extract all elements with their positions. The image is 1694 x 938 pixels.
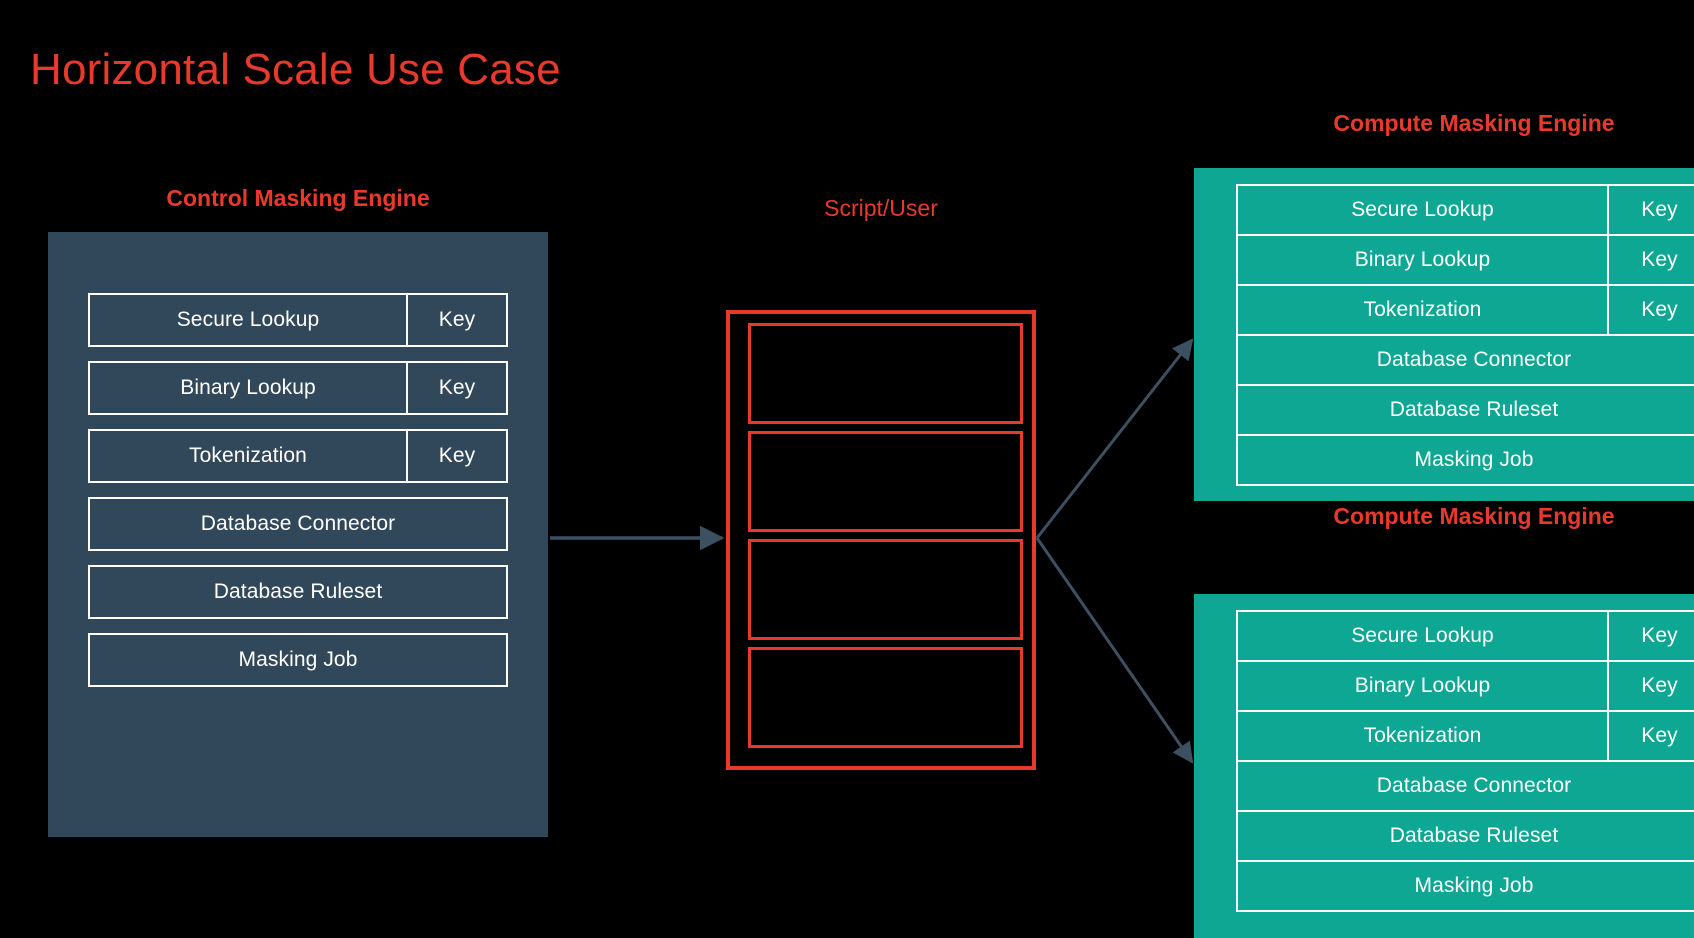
row-key-cell: Key — [406, 429, 508, 483]
row-key-cell: Key — [1607, 610, 1694, 662]
row-label: Database Ruleset — [88, 565, 508, 619]
row-label: Secure Lookup — [1236, 610, 1609, 662]
arrow-script-to-compute-bottom — [1035, 537, 1194, 764]
control-masking-engine-panel: Secure Lookup Key Binary Lookup Key Toke… — [48, 232, 548, 837]
table-row[interactable]: Tokenization Key — [88, 429, 508, 483]
table-row[interactable]: Binary Lookup Key — [88, 361, 508, 415]
script-slot[interactable] — [748, 647, 1023, 748]
table-row[interactable]: Tokenization Key — [1236, 710, 1694, 762]
table-row[interactable]: Binary Lookup Key — [1236, 660, 1694, 712]
script-slot[interactable] — [748, 431, 1023, 532]
table-row[interactable]: Database Connector — [88, 497, 508, 551]
script-slot[interactable] — [748, 323, 1023, 424]
row-label: Binary Lookup — [1236, 660, 1609, 712]
script-user-container[interactable] — [726, 310, 1036, 770]
compute-engine-2-rows: Secure Lookup Key Binary Lookup Key Toke… — [1236, 610, 1694, 912]
table-row[interactable]: Database Connector — [1236, 760, 1694, 812]
page-title: Horizontal Scale Use Case — [30, 45, 561, 94]
table-row[interactable]: Secure Lookup Key — [1236, 610, 1694, 662]
row-key-cell: Key — [406, 293, 508, 347]
table-row[interactable]: Binary Lookup Key — [1236, 234, 1694, 286]
row-label: Binary Lookup — [88, 361, 408, 415]
row-label: Masking Job — [1236, 434, 1694, 486]
script-user-caption: Script/User — [824, 195, 938, 221]
table-row[interactable]: Masking Job — [88, 633, 508, 687]
compute-engine-1-caption: Compute Masking Engine — [1333, 110, 1615, 136]
row-label: Database Connector — [1236, 334, 1694, 386]
table-row[interactable]: Secure Lookup Key — [1236, 184, 1694, 236]
row-label: Database Connector — [1236, 760, 1694, 812]
row-key-cell: Key — [1607, 284, 1694, 336]
table-row[interactable]: Masking Job — [1236, 860, 1694, 912]
row-label: Tokenization — [88, 429, 408, 483]
row-key-cell: Key — [1607, 184, 1694, 236]
row-key-cell: Key — [1607, 710, 1694, 762]
table-row[interactable]: Database Ruleset — [88, 565, 508, 619]
compute-engine-1-rows: Secure Lookup Key Binary Lookup Key Toke… — [1236, 184, 1694, 486]
table-row[interactable]: Database Connector — [1236, 334, 1694, 386]
row-label: Binary Lookup — [1236, 234, 1609, 286]
compute-masking-engine-panel-2: Secure Lookup Key Binary Lookup Key Toke… — [1194, 594, 1694, 938]
table-row[interactable]: Database Ruleset — [1236, 810, 1694, 862]
row-key-cell: Key — [406, 361, 508, 415]
row-label: Tokenization — [1236, 284, 1609, 336]
row-label: Database Connector — [88, 497, 508, 551]
table-row[interactable]: Masking Job — [1236, 434, 1694, 486]
row-key-cell: Key — [1607, 660, 1694, 712]
row-label: Secure Lookup — [1236, 184, 1609, 236]
row-label: Secure Lookup — [88, 293, 408, 347]
arrow-script-to-compute-top — [1035, 338, 1194, 539]
compute-engine-2-caption: Compute Masking Engine — [1333, 503, 1615, 529]
table-row[interactable]: Database Ruleset — [1236, 384, 1694, 436]
row-label: Masking Job — [88, 633, 508, 687]
row-label: Database Ruleset — [1236, 810, 1694, 862]
row-key-cell: Key — [1607, 234, 1694, 286]
script-slot[interactable] — [748, 539, 1023, 640]
control-engine-rows: Secure Lookup Key Binary Lookup Key Toke… — [88, 293, 508, 687]
control-engine-caption: Control Masking Engine — [166, 185, 430, 211]
row-label: Masking Job — [1236, 860, 1694, 912]
row-label: Database Ruleset — [1236, 384, 1694, 436]
row-label: Tokenization — [1236, 710, 1609, 762]
compute-masking-engine-panel-1: Secure Lookup Key Binary Lookup Key Toke… — [1194, 168, 1694, 501]
table-row[interactable]: Secure Lookup Key — [88, 293, 508, 347]
table-row[interactable]: Tokenization Key — [1236, 284, 1694, 336]
